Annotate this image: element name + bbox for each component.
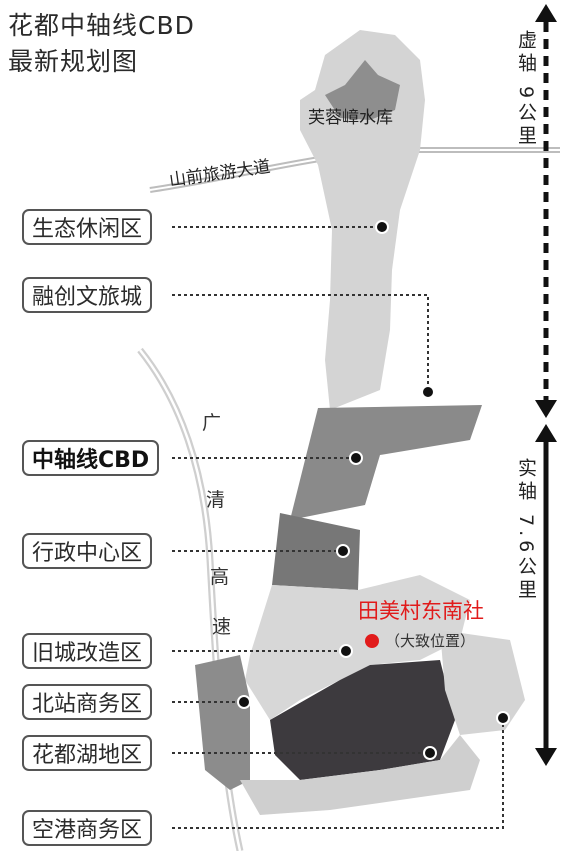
zone-shape-south [240,735,480,815]
expressway-char-2: 清 [206,489,226,511]
dot-airport [496,711,510,725]
axis-virtual-arrow-top [535,4,557,22]
marker-subtitle: （大致位置） [385,632,476,650]
dot-rongchuang [421,385,435,399]
zone-label-rongchuang: 融创文旅城 [22,277,153,313]
leader-rongchuang [172,294,429,392]
zone-shape-airport [440,630,525,735]
expressway-char-4: 速 [212,616,232,638]
leader-airport [172,718,504,829]
title-line1: 花都中轴线CBD [8,11,195,40]
road-mountain-label: 山前旅游大道 [168,157,272,191]
zone-label-admin: 行政中心区 [22,533,153,569]
zone-shape-eco [300,30,425,410]
zone-label-airport: 空港商务区 [22,810,153,846]
zone-shape-lake [270,660,455,780]
axis-real-arrow-bottom [535,748,557,766]
dot-cbd [349,451,363,465]
axis-virtual-arrow-bottom [535,400,557,418]
dot-oldcity [339,644,353,658]
dot-eco [375,220,389,234]
dot-lake [423,746,437,760]
axis-virtual-label: 虚轴 9公里 [515,30,537,149]
zone-label-eco: 生态休闲区 [22,209,153,245]
axis-real-label: 实轴 7.6公里 [515,458,537,603]
zone-label-cbd: 中轴线CBD [22,440,160,476]
reservoir-label: 芙蓉嶂水库 [308,108,393,128]
title-line2: 最新规划图 [8,47,139,76]
zone-shape-cbd [290,405,482,520]
dot-admin [336,544,350,558]
zone-label-lake: 花都湖地区 [22,735,153,771]
zone-shape-north [195,655,250,790]
marker-red-dot [365,634,379,648]
reservoir-shape [325,60,400,120]
marker-title: 田美村东南社 [358,599,484,623]
expressway-char-3: 高 [210,566,230,588]
expressway-char-1: 广 [202,412,222,434]
axis-real-arrow-top [535,424,557,442]
zone-label-oldcity: 旧城改造区 [22,633,153,669]
dot-north [237,695,251,709]
zone-label-north: 北站商务区 [22,684,153,720]
zone-shape-oldcity [245,575,470,720]
